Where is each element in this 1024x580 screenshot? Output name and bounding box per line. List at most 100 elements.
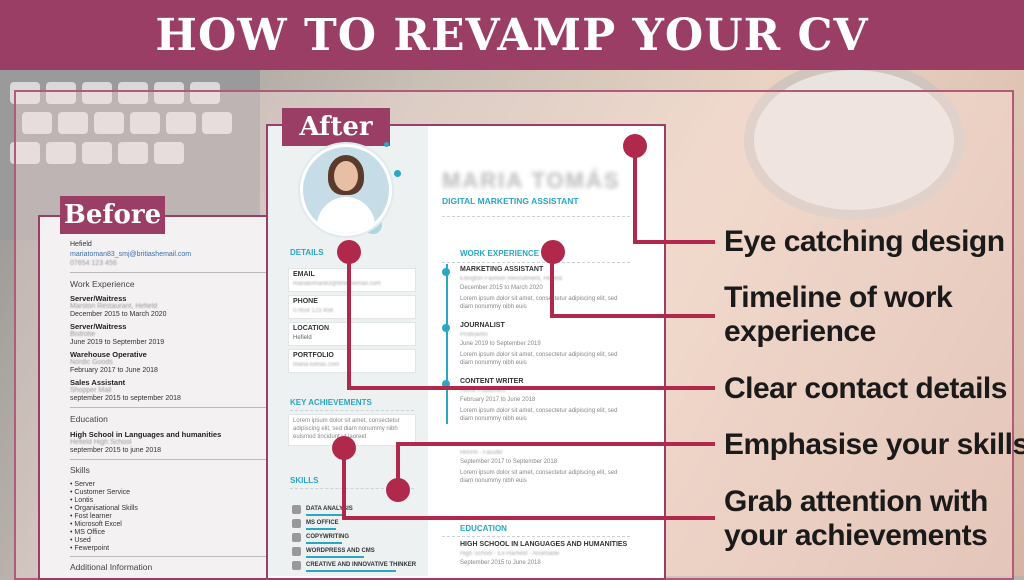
job-title: JOURNALIST [460, 322, 505, 329]
before-phone: 07654 123 456 [70, 260, 117, 267]
before-skill: • Fost learner [70, 513, 112, 520]
detail-value: 07654 123 456 [293, 308, 334, 314]
skill-underline [306, 542, 342, 544]
skill-underline [306, 570, 396, 572]
after-label: After [282, 108, 390, 146]
divider [290, 410, 414, 412]
detail-label: EMAIL [293, 271, 315, 278]
before-job-title: Server/Waitress [70, 294, 127, 303]
detail-value: maria-tomas.com [293, 362, 340, 368]
timeline-dot [442, 324, 450, 332]
decor-dot [384, 142, 389, 147]
callout-line [550, 314, 715, 318]
before-skill: • Fewerpoint [70, 545, 110, 552]
before-label: Before [60, 196, 165, 234]
callout-pin [541, 240, 565, 264]
callout-timeline: Timeline of work [724, 281, 953, 314]
divider [290, 488, 414, 490]
callout-line [347, 386, 715, 390]
checkbox-icon [292, 547, 301, 556]
achievements-heading: KEY ACHIEVEMENTS [290, 398, 372, 407]
education-heading: EDUCATION [460, 524, 507, 533]
detail-label: LOCATION [293, 325, 330, 332]
decor-dot [394, 170, 401, 177]
detail-value: mariatoman83@britishemail.com [293, 281, 381, 287]
achievement-text: adipiscing elit, sed diam nonummy nibh [293, 426, 398, 432]
callout-pin [623, 134, 647, 158]
callout-contact: Clear contact details [724, 372, 1007, 405]
job-dates: September 2017 to September 2018 [460, 459, 558, 465]
before-job-place: Marston Restaurant, Hefield [70, 303, 158, 310]
job-desc: diam nonummy nibh euis [460, 360, 527, 366]
work-heading: WORK EXPERIENCE [460, 249, 540, 258]
skill-item: COPYWRITING [306, 534, 349, 540]
callout-line [342, 516, 715, 520]
callout-pin [337, 240, 361, 264]
before-skill: • Customer Service [70, 489, 131, 496]
divider [70, 272, 270, 273]
divider [70, 459, 270, 460]
skill-item: WORDPRESS AND CMS [306, 548, 375, 554]
detail-value: Hefield [293, 335, 312, 341]
before-school-place: Hefield High School [70, 439, 132, 446]
divider [442, 262, 630, 264]
callout-pin [332, 436, 356, 460]
job-desc: Lorem ipsum dolor sit amet, consectetur … [460, 408, 618, 414]
job-desc: diam nonummy nibh euis [460, 478, 527, 484]
job-place: Ellington Fashion Recruitment, Hefield [460, 276, 563, 282]
title-banner: HOW TO REVAMP YOUR CV [0, 0, 1024, 70]
callout-line [633, 240, 715, 244]
before-skill: • Server [70, 481, 96, 488]
avatar [300, 144, 392, 236]
before-email: mariatoman83_smj@britiashemail.com [70, 251, 192, 258]
before-school: High School in Languages and humanities [70, 430, 222, 439]
detail-box [288, 322, 416, 346]
school-dates: September 2015 to June 2018 [460, 560, 541, 566]
detail-label: PORTFOLIO [293, 352, 334, 359]
callout-line [342, 448, 346, 520]
timeline-dot [442, 268, 450, 276]
before-job-dates: June 2019 to September 2019 [70, 339, 165, 346]
job-desc: diam nonummy nibh euis [460, 304, 527, 310]
callout-skills: Emphasise your skills [724, 428, 1024, 461]
checkbox-icon [292, 519, 301, 528]
school-place: High School - Ex-Harfield - Anomable [460, 551, 560, 557]
before-skill: • MS Office [70, 529, 106, 536]
callout-achievements-2: your achievements [724, 519, 988, 552]
callout-achievements: Grab attention with [724, 485, 988, 518]
before-education-heading: Education [70, 414, 108, 424]
divider [70, 407, 270, 408]
job-desc: diam nonummy nibh euis [460, 416, 527, 422]
callout-line [396, 442, 400, 490]
before-school-dates: september 2015 to june 2018 [70, 447, 162, 454]
skill-underline [306, 556, 364, 558]
callout-design: Eye catching design [724, 225, 1005, 258]
callout-timeline-2: experience [724, 315, 876, 348]
achievement-text: euismod tincidunt ut laoreet [293, 434, 367, 440]
before-work-heading: Work Experience [70, 279, 135, 289]
before-job-title: Warehouse Operative [70, 350, 147, 359]
job-place: HR/PA - Fasufkr [460, 450, 503, 456]
before-job-place: Shopper Mall [70, 387, 112, 394]
detail-box [288, 268, 416, 292]
job-title: MARKETING ASSISTANT [460, 266, 544, 273]
callout-line [633, 146, 637, 244]
after-role: DIGITAL MARKETING ASSISTANT [442, 196, 579, 206]
details-heading: DETAILS [290, 248, 324, 257]
job-place: Probrainfo [460, 332, 488, 338]
job-title: CONTENT WRITER [460, 378, 524, 385]
callout-line [550, 252, 554, 318]
before-skill: • Used [70, 537, 91, 544]
detail-box [288, 349, 416, 373]
achievement-text: Lorem ipsum dolor sit amet, consectetur [293, 418, 400, 424]
before-job-place: Bistrotie [70, 331, 96, 338]
before-skills-heading: Skills [70, 465, 90, 475]
skill-item: DATA ANALYSIS [306, 506, 353, 512]
detail-box [288, 295, 416, 319]
before-job-place: Nordic Goods [70, 359, 113, 366]
skill-underline [306, 514, 346, 516]
before-job-dates: February 2017 to June 2018 [70, 367, 158, 374]
skill-item: MS OFFICE [306, 520, 339, 526]
skills-heading: SKILLS [290, 476, 319, 485]
skill-item: CREATIVE AND INNOVATIVE THINKER [306, 562, 417, 568]
